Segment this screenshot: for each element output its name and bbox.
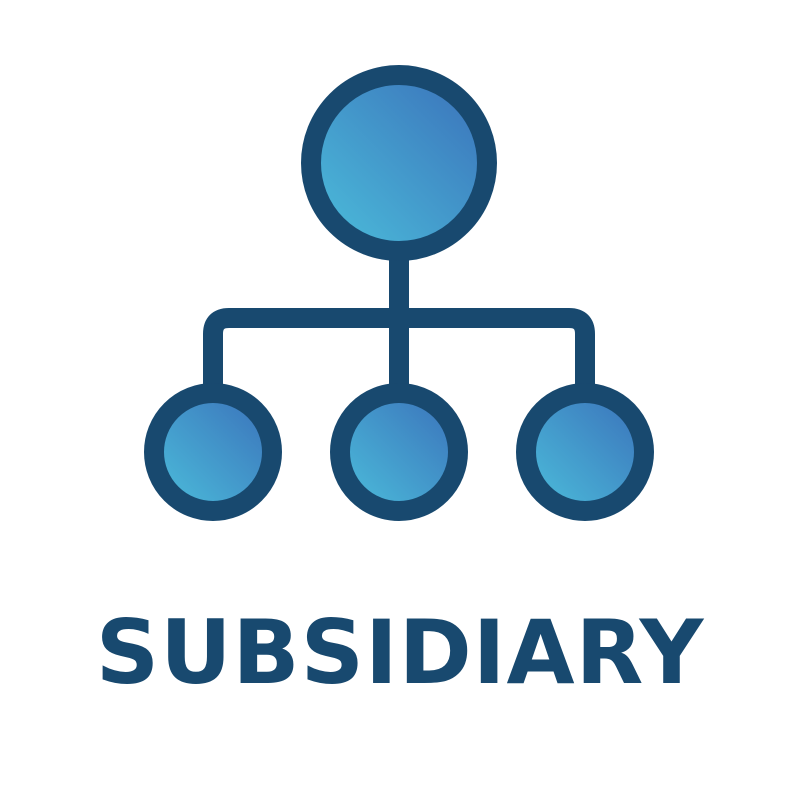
hierarchy-icon <box>144 65 654 521</box>
child-node-right <box>516 383 654 521</box>
connector-lines <box>203 248 595 398</box>
branch-line <box>203 308 595 398</box>
caption-title: SUBSIDIARY <box>95 601 705 704</box>
child-node-left <box>144 383 282 521</box>
parent-node <box>301 65 497 261</box>
child-node-center <box>330 383 468 521</box>
